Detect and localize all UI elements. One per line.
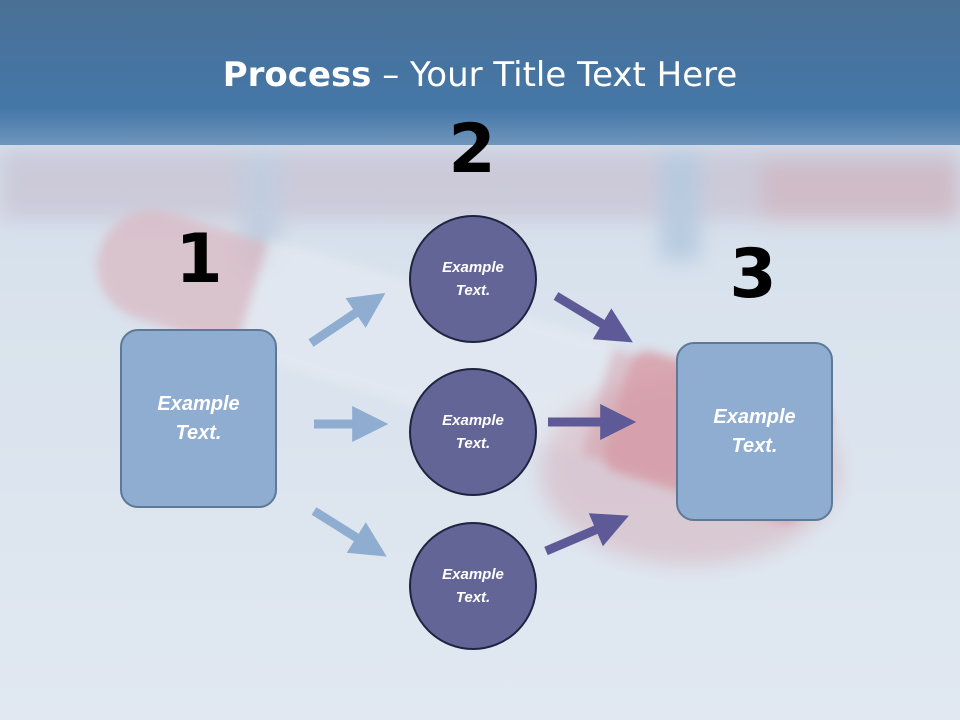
slide-title: Process – Your Title Text Here — [0, 52, 960, 98]
step-2-circle-bottom: Example Text. — [409, 522, 537, 650]
step-2-circle-top: Example Text. — [409, 215, 537, 343]
step-3-box: Example Text. — [676, 342, 833, 521]
arrow-1-to-2-top — [308, 292, 386, 347]
step-number-1: 1 — [175, 220, 223, 299]
slide-title-rest: – Your Title Text Here — [371, 55, 738, 95]
step-number-2: 2 — [448, 110, 496, 189]
arrow-2-to-3-bottom — [544, 513, 629, 556]
arrow-2-to-3-top — [553, 292, 633, 343]
slide-title-bold: Process — [222, 55, 372, 95]
step-2-circle-middle: Example Text. — [409, 368, 537, 496]
arrow-1-to-2-bottom — [311, 507, 387, 557]
step-1-box: Example Text. — [120, 329, 277, 508]
step-number-3: 3 — [729, 235, 777, 314]
